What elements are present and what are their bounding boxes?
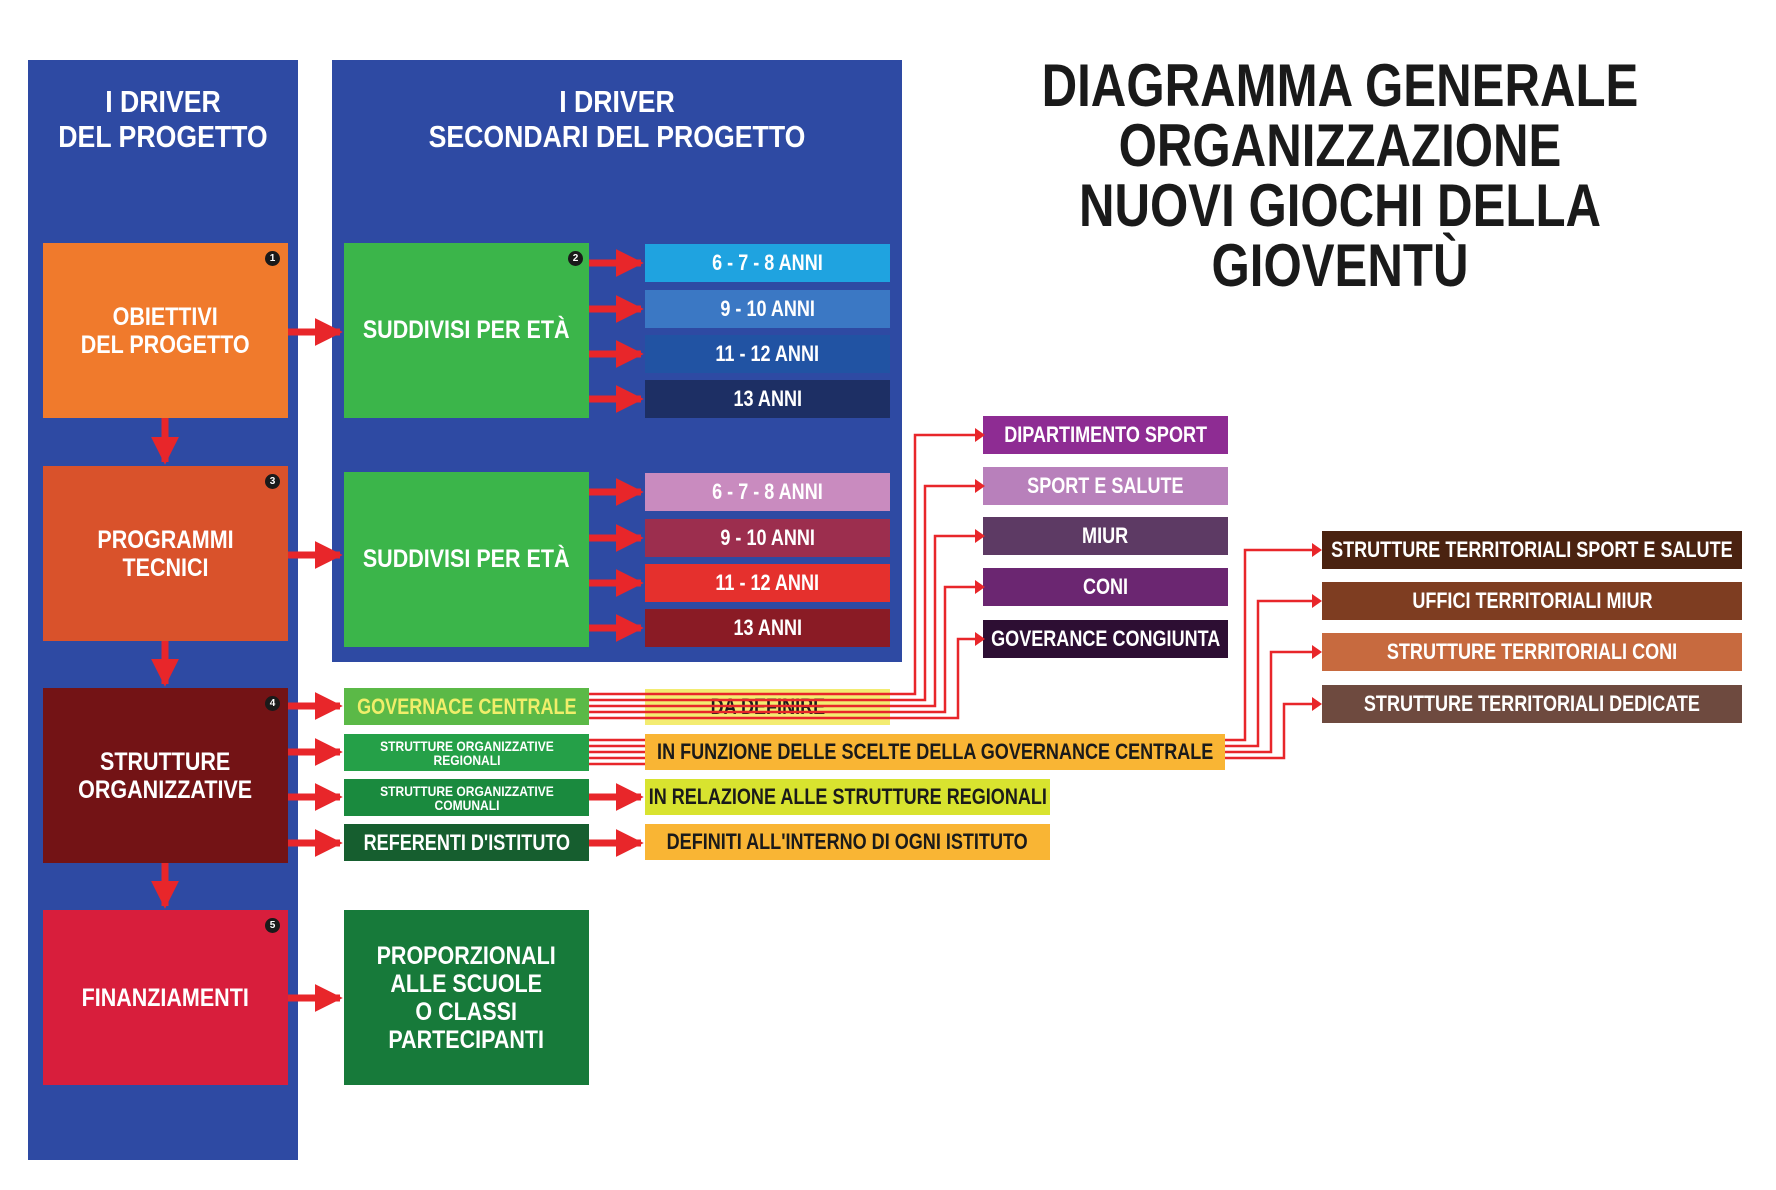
driver-organizational-structures-number: 4 (265, 696, 280, 711)
title-line-2: ORGANIZZAZIONE (1118, 112, 1562, 179)
territorial-dedicated: STRUTTURE TERRITORIALI DEDICATE (1322, 685, 1742, 723)
driver-technical-programs: PROGRAMMI TECNICI 3 (43, 466, 288, 641)
arrowhead (1312, 594, 1322, 608)
driver-organizational-structures-label: STRUTTURE ORGANIZZATIVE (78, 747, 253, 804)
governance-coni: CONI (983, 568, 1228, 606)
age-bar: 13 ANNI (645, 609, 890, 647)
territorial-sport-health: STRUTTURE TERRITORIALI SPORT E SALUTE (1322, 531, 1742, 569)
arrowhead (975, 580, 985, 594)
structure-school-referents: REFERENTI D'ISTITUTO (344, 824, 589, 861)
governance-sport-health: SPORT E SALUTE (983, 467, 1228, 505)
diagram-title: DIAGRAMMA GENERALE ORGANIZZAZIONE NUOVI … (930, 56, 1750, 296)
wire-territorial (1225, 599, 1314, 748)
wire-governance (589, 484, 975, 702)
wire-territorial (1225, 548, 1314, 742)
age-group-objectives-label: SUDDIVISI PER ETÀ (363, 316, 570, 344)
drivers-title-line-1: I DRIVER (105, 84, 221, 119)
wire-governance (589, 637, 975, 720)
arrowhead (975, 428, 985, 442)
driver-organizational-structures: STRUTTURE ORGANIZZATIVE 4 (43, 688, 288, 863)
age-bar: 9 - 10 ANNI (645, 519, 890, 557)
age-group-objectives: SUDDIVISI PER ETÀ 2 (344, 243, 589, 418)
age-bar: 11 - 12 ANNI (645, 335, 890, 373)
wire-territorial (1225, 702, 1314, 760)
arrowhead (1312, 697, 1322, 711)
territorial-coni: STRUTTURE TERRITORIALI CONI (1322, 633, 1742, 671)
driver-objectives-number: 1 (265, 251, 280, 266)
note-governance-choices: IN FUNZIONE DELLE SCELTE DELLA GOVERNANC… (645, 734, 1225, 770)
arrowhead (1312, 645, 1322, 659)
title-line-3: NUOVI GIOCHI DELLA GIOVENTÙ (1078, 172, 1602, 299)
structure-governance-central: GOVERNACE CENTRALE (344, 688, 589, 725)
wire-governance (589, 585, 975, 714)
note-school-defined: DEFINITI ALL'INTERNO DI OGNI ISTITUTO (645, 824, 1050, 860)
arrowhead (975, 479, 985, 493)
drivers-title-line-2: DEL PROGETTO (58, 119, 268, 154)
title-line-1: DIAGRAMMA GENERALE (1041, 52, 1639, 119)
driver-objectives-label: OBIETTIVI DEL PROGETTO (81, 302, 250, 359)
wire-territorial (1225, 650, 1314, 754)
governance-sport-department: DIPARTIMENTO SPORT (983, 416, 1228, 454)
drivers-panel-title: I DRIVER DEL PROGETTO (47, 84, 279, 154)
funding-proportional: PROPORZIONALI ALLE SCUOLE O CLASSI PARTE… (344, 910, 589, 1085)
territorial-miur-offices: UFFICI TERRITORIALI MIUR (1322, 582, 1742, 620)
driver-objectives: OBIETTIVI DEL PROGETTO 1 (43, 243, 288, 418)
structure-regional: STRUTTURE ORGANIZZATIVE REGIONALI (344, 734, 589, 771)
driver-technical-programs-label: PROGRAMMI TECNICI (97, 525, 234, 582)
arrowhead (975, 529, 985, 543)
wire-governance (589, 433, 975, 696)
arrowhead (1312, 543, 1322, 557)
age-bar: 6 - 7 - 8 ANNI (645, 473, 890, 511)
structure-municipal: STRUTTURE ORGANIZZATIVE COMUNALI (344, 779, 589, 816)
driver-technical-programs-number: 3 (265, 474, 280, 489)
secondary-title-line-2: SECONDARI DEL PROGETTO (428, 119, 806, 154)
age-group-programs: SUDDIVISI PER ETÀ (344, 472, 589, 647)
arrowhead (975, 632, 985, 646)
age-group-programs-label: SUDDIVISI PER ETÀ (363, 545, 570, 573)
age-bar: 13 ANNI (645, 380, 890, 418)
secondary-title-line-1: I DRIVER (559, 84, 675, 119)
note-regional-relation: IN RELAZIONE ALLE STRUTTURE REGIONALI (645, 779, 1050, 815)
governance-miur: MIUR (983, 517, 1228, 555)
driver-funding: FINANZIAMENTI 5 (43, 910, 288, 1085)
age-bar: 6 - 7 - 8 ANNI (645, 244, 890, 282)
age-bar: 11 - 12 ANNI (645, 564, 890, 602)
governance-joint: GOVERANCE CONGIUNTA (983, 620, 1228, 658)
driver-funding-label: FINANZIAMENTI (81, 983, 250, 1012)
age-bar: 9 - 10 ANNI (645, 290, 890, 328)
age-group-objectives-number: 2 (568, 251, 583, 266)
secondary-panel-title: I DRIVER SECONDARI DEL PROGETTO (372, 84, 862, 154)
wire-governance (589, 534, 975, 708)
driver-funding-number: 5 (265, 918, 280, 933)
